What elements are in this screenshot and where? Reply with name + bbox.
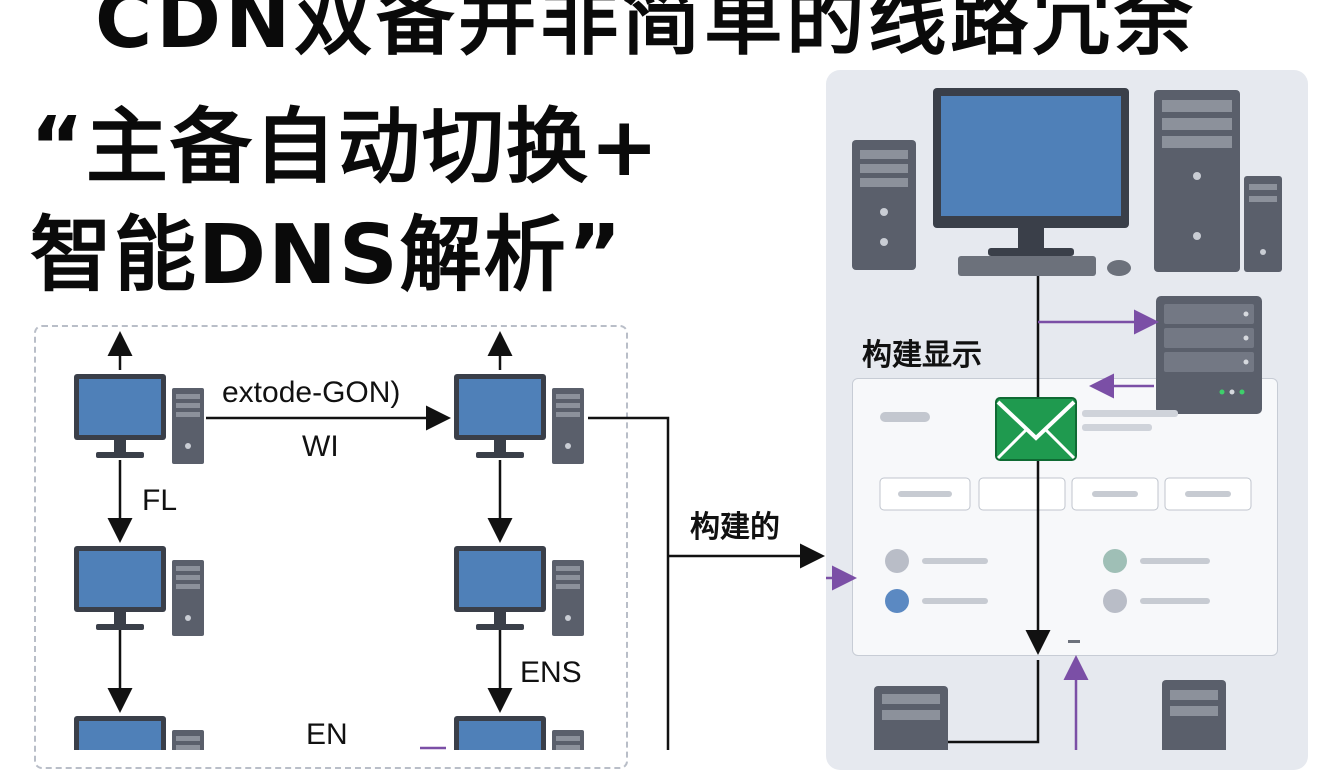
computer-node-bottom-right xyxy=(454,716,584,750)
diagram-canvas xyxy=(74,88,1282,750)
headline-line-2: 智能DNS解析” xyxy=(30,208,624,303)
label-top-sub: WI xyxy=(302,430,339,463)
card-placeholder-line-1 xyxy=(1082,410,1178,417)
computer-node-top-right xyxy=(454,374,584,464)
label-left-down: FL xyxy=(142,484,178,517)
label-bottom: EN xyxy=(306,718,348,751)
label-top-link: extode-GON) xyxy=(222,376,401,409)
card-status-list xyxy=(885,549,1210,613)
headline-line-1: “主备自动切换+ xyxy=(30,100,661,195)
card-button-row xyxy=(879,477,1252,511)
computer-node-mid-left xyxy=(74,546,204,636)
card-placeholder-title xyxy=(880,412,930,422)
connector-line-vertical xyxy=(588,416,670,750)
rack-server xyxy=(1156,296,1262,414)
connector-label: 构建的 xyxy=(690,510,780,545)
tower-small xyxy=(1244,176,1282,272)
tower-bottom-right xyxy=(1162,680,1226,750)
card-placeholder-line-2 xyxy=(1082,424,1152,431)
tower-right xyxy=(1154,90,1240,272)
main-monitor xyxy=(933,88,1131,276)
label-right-down: ENS xyxy=(520,656,582,689)
envelope-icon xyxy=(995,397,1077,461)
computer-node-mid-right xyxy=(454,546,584,636)
top-title: CDN双备并非简单的线路冗余 xyxy=(95,0,1197,66)
section-label: 构建显示 xyxy=(862,338,982,373)
tower-left xyxy=(852,140,916,270)
tower-bottom-left xyxy=(874,686,948,750)
computer-node-top-left xyxy=(74,374,204,464)
bottom-connection xyxy=(946,660,1040,744)
card-scroll-marker xyxy=(1068,640,1080,643)
computer-node-bottom-left xyxy=(74,716,204,750)
